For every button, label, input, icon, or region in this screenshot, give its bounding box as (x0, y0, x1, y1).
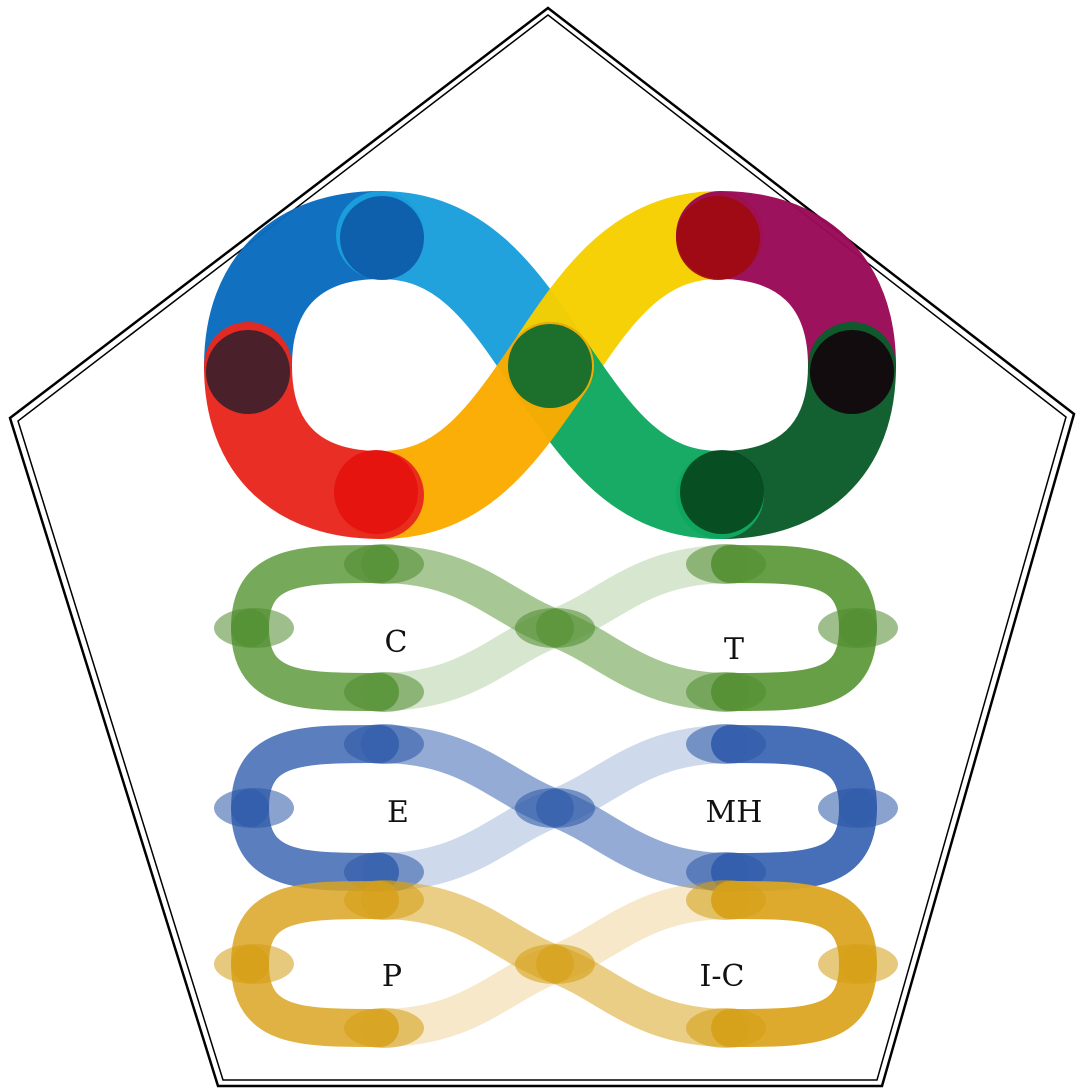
main-top-left-node (340, 196, 424, 280)
loop-gold-bottom-left-node (344, 1008, 424, 1048)
loop-gold-top-left-node (344, 880, 424, 920)
loop-label-c: C (385, 625, 408, 660)
loop-gold-left-node (214, 944, 294, 984)
loop-label-e: E (387, 795, 409, 830)
loop-label-i-c: I-C (700, 959, 745, 994)
loop-blue-right-node (818, 788, 898, 828)
loop-label-p: P (382, 959, 402, 994)
loop-gold-bottom-right-node (686, 1008, 766, 1048)
main-top-right-node (676, 196, 760, 280)
loop-green-center-node (515, 608, 595, 648)
loop-gold-top-right-node (686, 880, 766, 920)
loop-blue-left-node (214, 788, 294, 828)
gold-infinity-loop: P I-C (214, 880, 898, 1048)
loop-blue-top-right-node (686, 724, 766, 764)
loop-label-mh: MH (706, 795, 763, 830)
loop-green-top-right-node (686, 544, 766, 584)
loop-green-top-left-node (344, 544, 424, 584)
pentagon-frame-outer (10, 8, 1074, 1086)
main-infinity-symbol (206, 196, 894, 534)
loop-green-bottom-left-node (344, 672, 424, 712)
loop-green-bottom-right-node (686, 672, 766, 712)
main-right-node (810, 330, 894, 414)
loop-blue-top-left-node (344, 724, 424, 764)
main-bottom-left-node (334, 450, 418, 534)
loop-blue-center-node (515, 788, 595, 828)
loop-green-right-node (818, 608, 898, 648)
main-bottom-right-node (680, 450, 764, 534)
pentagon-frame-inner (18, 15, 1066, 1080)
loop-gold-center-node (515, 944, 595, 984)
main-left-node (206, 330, 290, 414)
loop-green-left-node (214, 608, 294, 648)
main-center-node (508, 324, 592, 408)
blue-infinity-loop: E MH (214, 724, 898, 892)
loop-gold-right-node (818, 944, 898, 984)
green-infinity-loop: C T (214, 544, 898, 712)
loop-label-t: T (724, 632, 744, 667)
